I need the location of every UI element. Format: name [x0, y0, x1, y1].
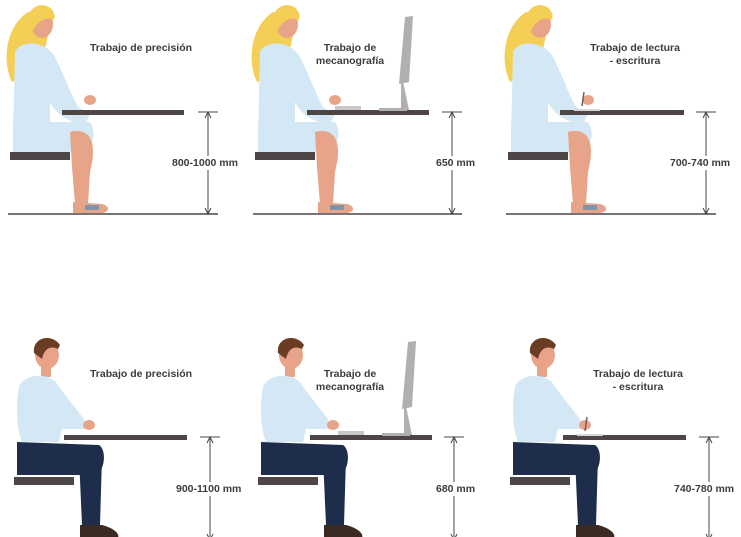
shin [79, 457, 102, 525]
sandal-strap [330, 205, 344, 210]
panel-1-height-value: 800-1000 mm [172, 156, 238, 170]
panel-3 [505, 5, 716, 214]
neck [537, 367, 547, 377]
hand [327, 420, 339, 430]
paper-icon [577, 434, 603, 436]
hand [84, 95, 96, 105]
keyboard-icon [338, 431, 364, 435]
sandal-strap [85, 205, 99, 210]
torso [17, 376, 86, 442]
shin [575, 457, 598, 525]
panel-5-label: Trabajo de mecanografía [305, 368, 395, 394]
shoe [576, 525, 614, 537]
panel-6-height-value: 740-780 mm [674, 482, 734, 496]
panel-4-label: Trabajo de precisión [66, 368, 216, 381]
desk-top [307, 110, 429, 115]
panel-5-height-value: 680 mm [436, 482, 475, 496]
panel-2-label: Trabajo de mecanografía [305, 42, 395, 68]
torso [513, 376, 582, 442]
panel-6-label: Trabajo de lectura - escritura [578, 368, 698, 394]
chair-seat [255, 152, 315, 160]
monitor-base [379, 108, 407, 111]
chair-seat [508, 152, 568, 160]
leg [568, 131, 591, 204]
panel-3-height-value: 700-740 mm [670, 156, 730, 170]
panel-2-height-value: 650 mm [436, 156, 475, 170]
shoe [324, 525, 362, 537]
panel-1-label: Trabajo de precisión [66, 42, 216, 55]
neck [41, 367, 51, 377]
monitor-base [382, 433, 410, 436]
chair-seat [510, 477, 570, 485]
sandal-strap [583, 205, 597, 210]
chair-seat [14, 477, 74, 485]
desk-top [64, 435, 187, 440]
desk-top [310, 435, 432, 440]
neck [285, 367, 295, 377]
panel-1 [7, 5, 218, 214]
keyboard-icon [335, 106, 361, 110]
hand [83, 420, 95, 430]
chair-seat [10, 152, 70, 160]
pencil-icon [582, 92, 584, 106]
desk-top [62, 110, 184, 115]
panel-3-label: Trabajo de lectura - escritura [575, 42, 695, 68]
panel-2 [252, 5, 462, 214]
shin [323, 457, 346, 525]
paper-icon [574, 109, 600, 111]
leg [70, 131, 93, 204]
leg [315, 131, 338, 204]
hand [329, 95, 341, 105]
chair-seat [258, 477, 318, 485]
panel-4-height-value: 900-1100 mm [176, 482, 241, 496]
shoe [80, 525, 118, 537]
